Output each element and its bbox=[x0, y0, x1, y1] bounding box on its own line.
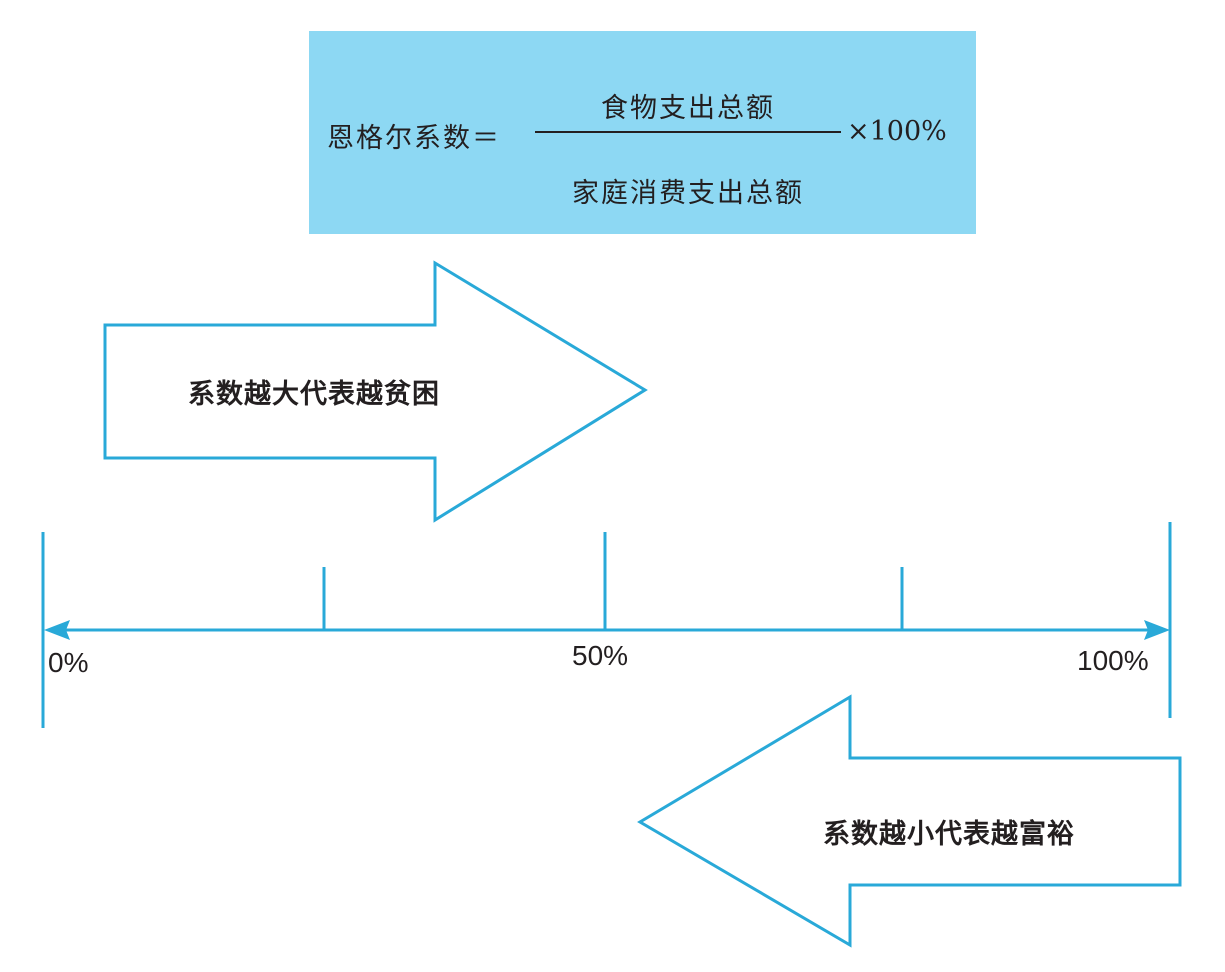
formula-lhs: 恩格尔系数＝ bbox=[327, 123, 501, 154]
formula-numerator: 食物支出总额 bbox=[601, 93, 775, 124]
tick-label-0: 0% bbox=[48, 647, 89, 678]
formula-multiplier: ×100% bbox=[847, 116, 947, 147]
tick-label-100: 100% bbox=[1077, 645, 1149, 676]
arrow-right-label: 系数越大代表越贫困 bbox=[188, 379, 440, 410]
scale-arrowhead-left bbox=[44, 620, 70, 640]
scale-arrowhead-right bbox=[1144, 620, 1170, 640]
arrow-right-shape bbox=[103, 260, 648, 523]
formula-box: 恩格尔系数＝ 食物支出总额 家庭消费支出总额 ×100% bbox=[309, 31, 976, 234]
arrow-left-label: 系数越小代表越富裕 bbox=[823, 819, 1075, 850]
formula-denominator: 家庭消费支出总额 bbox=[572, 178, 804, 209]
fraction-bar bbox=[535, 131, 841, 133]
fraction: 食物支出总额 家庭消费支出总额 bbox=[535, 31, 841, 234]
tick-label-50: 50% bbox=[572, 640, 629, 671]
arrow-left-shape bbox=[637, 694, 1182, 948]
